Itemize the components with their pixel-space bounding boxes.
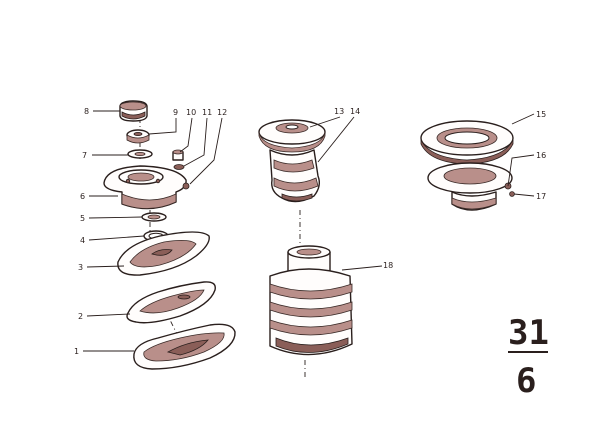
middle-axis: [299, 210, 306, 380]
callout-3: 3: [78, 263, 83, 272]
part-1-insulator: [133, 323, 236, 370]
callout-15: 15: [536, 110, 546, 119]
leader-12: [189, 117, 223, 185]
part-13-plate: [258, 119, 326, 153]
callout-2: 2: [78, 312, 83, 321]
leader-18: [341, 265, 383, 271]
callout-5: 5: [80, 214, 85, 223]
leader-4: [88, 235, 145, 241]
part-6-upper-mount: [103, 165, 190, 210]
callout-12: 12: [217, 108, 227, 117]
leader-14: [317, 116, 355, 163]
callout-16: 16: [536, 151, 546, 160]
leader-2: [86, 313, 131, 317]
part-9-nut: [126, 129, 150, 144]
callout-18: 18: [383, 261, 393, 270]
middle-assembly: 13 14 18: [258, 107, 393, 380]
part-14-bump-stop: [269, 149, 321, 203]
leader-9: [148, 118, 177, 135]
part-18-dust-boot: [269, 245, 353, 356]
part-5-washer: [141, 212, 167, 222]
callout-13: 13: [334, 107, 344, 116]
part-3-spring-seat: [117, 231, 210, 276]
callout-10: 10: [186, 108, 196, 117]
part-11-nut: [173, 164, 185, 170]
part-8-cap: [119, 100, 148, 122]
callout-9: 9: [173, 108, 178, 117]
callout-4: 4: [80, 236, 85, 245]
part-16-lower-mount: [427, 162, 515, 211]
callout-17: 17: [536, 192, 546, 201]
page-ref-denominator: 6: [516, 361, 536, 401]
leader-10: [179, 117, 193, 153]
right-assembly: 15 16 17: [420, 110, 546, 211]
part-10-bolt: [172, 149, 184, 161]
page-reference: 31 6: [508, 313, 549, 401]
callout-8: 8: [84, 107, 89, 116]
callout-1: 1: [74, 347, 79, 356]
part-2-gasket: [126, 281, 216, 324]
callout-7: 7: [82, 151, 87, 160]
callout-6: 6: [80, 192, 85, 201]
part-7-washer: [127, 149, 153, 159]
callout-11: 11: [202, 108, 212, 117]
leader-16: [507, 154, 535, 187]
leader-5: [88, 216, 143, 219]
leader-13: [309, 116, 341, 128]
left-assembly: 8 7 6 5 4 3 2 1 9 10 11 12: [74, 100, 236, 370]
leader-17: [513, 193, 535, 197]
page-ref-numerator: 31: [508, 313, 549, 353]
leader-3: [86, 265, 125, 268]
part-15-ring-plate: [420, 120, 514, 165]
leader-15: [511, 113, 535, 125]
leader-11: [183, 117, 208, 167]
callout-14: 14: [350, 107, 360, 116]
